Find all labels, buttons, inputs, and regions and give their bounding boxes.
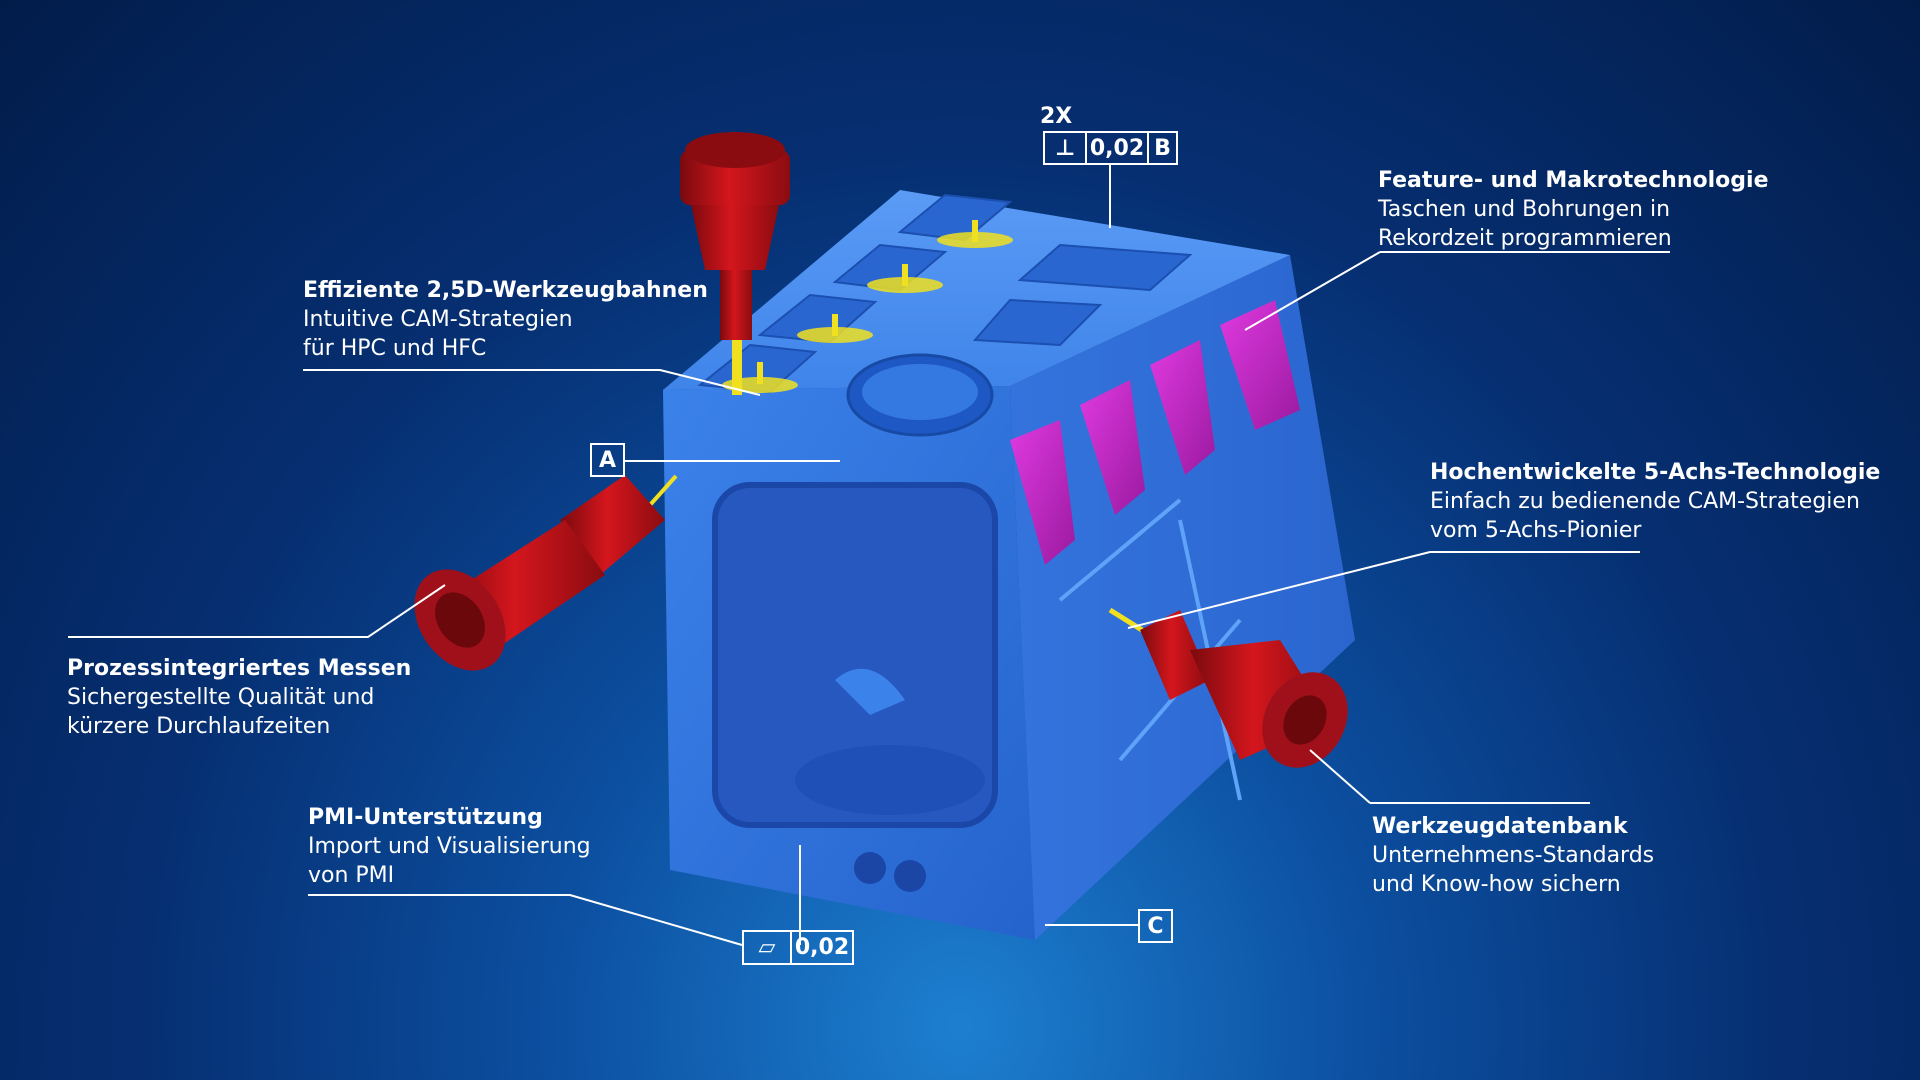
window-bore — [795, 745, 985, 815]
bottom-hole-2 — [894, 860, 926, 892]
vertical-tool — [680, 132, 790, 395]
leader-lines — [68, 165, 1670, 946]
gdt-perpendicularity-frame: ⊥ 0,02 B — [1043, 131, 1178, 165]
perpendicularity-icon: ⊥ — [1043, 131, 1087, 165]
callout-toolpaths: Effiziente 2,5D-Werkzeugbahnen Intuitive… — [303, 276, 708, 363]
callout-pmi-line2: von PMI — [308, 863, 395, 888]
window-feature — [835, 668, 905, 715]
callout-measuring: Prozessintegriertes Messen Sichergestell… — [67, 654, 411, 741]
callout-pmi-title: PMI-Unterstützung — [308, 805, 543, 830]
callout-five-axis-line2: vom 5-Achs-Pionier — [1430, 518, 1642, 543]
datum-a-label: A — [590, 443, 625, 477]
callout-measuring-title: Prozessintegriertes Messen — [67, 656, 412, 681]
magenta-features — [1010, 300, 1300, 565]
callout-tool-database-line2: und Know-how sichern — [1372, 872, 1621, 897]
gdt-datum-ref-b: B — [1147, 131, 1178, 165]
datum-c-label: C — [1138, 909, 1173, 943]
callout-feature-title: Feature- und Makrotechnologie — [1378, 168, 1769, 193]
callout-toolpaths-title: Effiziente 2,5D-Werkzeugbahnen — [303, 278, 708, 303]
callout-toolpaths-line2: für HPC und HFC — [303, 336, 487, 361]
flatness-icon: ▱ — [742, 930, 792, 965]
top-bore-inner — [862, 364, 978, 420]
measuring-probe — [414, 474, 678, 671]
callout-measuring-line1: Sichergestellte Qualität und — [67, 685, 375, 710]
five-axis-tool — [1108, 607, 1348, 768]
gdt-perpendicularity-value: 0,02 — [1085, 131, 1149, 165]
callout-five-axis-title: Hochentwickelte 5-Achs-Technologie — [1430, 460, 1881, 485]
callout-feature-line2: Rekordzeit programmieren — [1378, 226, 1672, 251]
gdt-count-label: 2X — [1040, 104, 1073, 129]
callout-feature-technology: Feature- und Makrotechnologie Taschen un… — [1378, 166, 1769, 253]
callout-pmi: PMI-Unterstützung Import und Visualisier… — [308, 803, 591, 890]
gdt-flatness-frame: ▱ 0,02 — [742, 930, 854, 965]
gdt-flatness-value: 0,02 — [790, 930, 854, 965]
callout-toolpaths-line1: Intuitive CAM-Strategien — [303, 307, 573, 332]
callout-measuring-line2: kürzere Durchlaufzeiten — [67, 714, 331, 739]
bottom-hole-1 — [854, 852, 886, 884]
callout-pmi-line1: Import und Visualisierung — [308, 834, 591, 859]
front-window — [712, 482, 998, 828]
callout-feature-line1: Taschen und Bohrungen in — [1378, 197, 1671, 222]
callout-tool-database: Werkzeugdatenbank Unternehmens-Standards… — [1372, 812, 1654, 899]
callout-five-axis-line1: Einfach zu bedienende CAM-Strategien — [1430, 489, 1860, 514]
callout-tool-database-title: Werkzeugdatenbank — [1372, 814, 1628, 839]
callout-tool-database-line1: Unternehmens-Standards — [1372, 843, 1655, 868]
callout-five-axis: Hochentwickelte 5-Achs-Technologie Einfa… — [1430, 458, 1880, 545]
